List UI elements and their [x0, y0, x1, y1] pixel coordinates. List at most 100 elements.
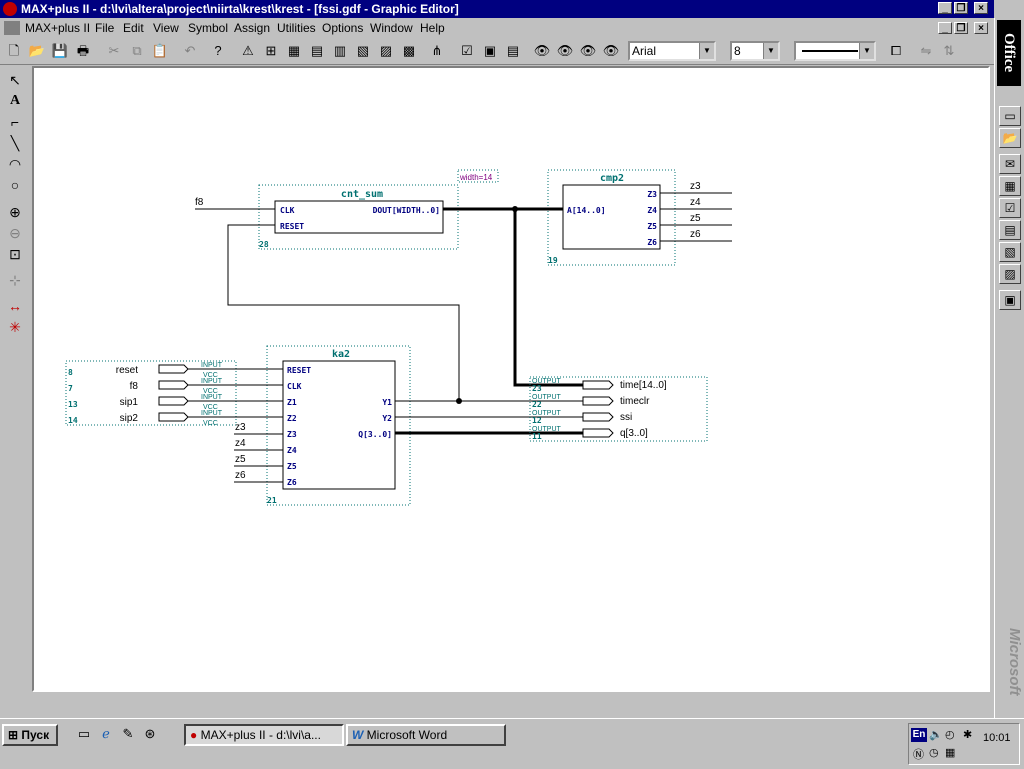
- text-tool-icon[interactable]: A: [9, 93, 21, 108]
- outlook-icon[interactable]: ▣: [999, 290, 1021, 310]
- menu-help[interactable]: Help: [420, 21, 445, 35]
- circle-tool-icon[interactable]: ○: [10, 177, 20, 193]
- font-size-select[interactable]: 8▼: [730, 41, 780, 61]
- floorplan-icon[interactable]: ▦: [287, 43, 301, 58]
- doc-close-button[interactable]: ×: [974, 22, 988, 34]
- block-ka2[interactable]: ka2 RESET CLK Z1 Z2 Z3 Z4 Z5 Z6 Y1 Y2 Q[…: [234, 345, 411, 506]
- find-link-icon[interactable]: 👁: [579, 43, 597, 58]
- schematic-canvas[interactable]: cnt_sum CLK RESET DOUT[WIDTH..0] 28 widt…: [32, 66, 990, 692]
- programmer-icon[interactable]: ▨: [379, 43, 393, 58]
- snap-grid-icon[interactable]: ⊹: [9, 272, 21, 288]
- output-pin-ssi[interactable]: OUTPUT 12 ssi: [532, 410, 632, 425]
- arc-tool-icon[interactable]: ◠: [8, 156, 22, 172]
- doc-minimize-button[interactable]: _: [938, 22, 952, 34]
- flip-vertical-icon[interactable]: ⇅: [943, 43, 955, 58]
- font-name-select[interactable]: Arial▼: [628, 41, 716, 61]
- task-maxplus[interactable]: ● MAX+plus II - d:\lvi\a...: [184, 724, 344, 746]
- open-folder-icon[interactable]: 📂: [28, 43, 46, 58]
- close-button[interactable]: ×: [974, 2, 988, 14]
- output-pin-q[interactable]: OUTPUT 11 q[3..0]: [532, 426, 648, 441]
- message-icon[interactable]: ▩: [402, 43, 416, 58]
- open-document-icon[interactable]: 📂: [999, 128, 1021, 148]
- zoom-out-icon[interactable]: ⊖: [9, 225, 21, 241]
- menu-edit[interactable]: Edit: [123, 21, 144, 35]
- minimize-button[interactable]: _: [938, 2, 952, 14]
- rubberband-toggle-icon[interactable]: ✳: [9, 319, 21, 335]
- menu-file[interactable]: File: [95, 21, 115, 35]
- new-document-icon[interactable]: ▭: [999, 106, 1021, 126]
- output-pin-time[interactable]: OUTPUT 23 time[14..0]: [532, 378, 667, 393]
- notepad-icon[interactable]: ✎: [122, 726, 134, 741]
- save-compile-icon[interactable]: ▤: [506, 43, 520, 58]
- save-check-icon[interactable]: ▣: [483, 43, 497, 58]
- menu-assign[interactable]: Assign: [234, 21, 271, 35]
- fit-window-icon[interactable]: ⊡: [9, 246, 21, 262]
- document-menu-icon[interactable]: [4, 21, 20, 35]
- volume-icon[interactable]: 🔈: [929, 729, 943, 741]
- flip-horizontal-icon[interactable]: ⇋: [920, 43, 932, 58]
- menu-window[interactable]: Window: [370, 21, 413, 35]
- rubberband-icon[interactable]: ⧠: [890, 43, 902, 58]
- input-pin-reset[interactable]: 8 reset INPUT VCC: [68, 362, 283, 379]
- network-icon[interactable]: ⊛: [144, 726, 156, 741]
- app-icon[interactable]: [3, 2, 17, 16]
- menu-app[interactable]: MAX+plus II: [25, 21, 91, 35]
- note-icon[interactable]: ▨: [999, 264, 1021, 284]
- antivirus-icon[interactable]: ✱: [963, 729, 973, 741]
- journal-icon[interactable]: ▧: [999, 242, 1021, 262]
- office-logo[interactable]: Office: [997, 20, 1021, 86]
- appointment-icon[interactable]: ▦: [999, 176, 1021, 196]
- input-pin-f8[interactable]: 7 f8 INPUT VCC: [68, 378, 283, 395]
- copy-icon[interactable]: ⧉: [132, 43, 142, 58]
- save-icon[interactable]: 💾: [51, 43, 69, 58]
- block-cnt-sum[interactable]: cnt_sum CLK RESET DOUT[WIDTH..0] 28 widt…: [258, 169, 499, 250]
- restore-button[interactable]: ❐: [954, 2, 968, 14]
- simulator-icon[interactable]: ▥: [333, 43, 347, 58]
- doc-restore-button[interactable]: ❐: [954, 22, 968, 34]
- scheduler-icon[interactable]: ◴: [945, 729, 955, 741]
- help-pointer-icon[interactable]: ?: [214, 43, 222, 58]
- message-compose-icon[interactable]: ✉: [999, 154, 1021, 174]
- language-indicator[interactable]: En: [911, 728, 927, 742]
- selection-arrow-icon[interactable]: ↖: [9, 72, 21, 88]
- zoom-in-icon[interactable]: ⊕: [9, 204, 21, 220]
- undo-icon[interactable]: ↶: [184, 43, 196, 58]
- warning-icon[interactable]: ⚠: [242, 43, 254, 58]
- output-pins[interactable]: OUTPUT 23 time[14..0] OUTPUT 22 timeclr …: [529, 376, 708, 442]
- find-node-a-icon[interactable]: 👁: [533, 43, 551, 58]
- internet-explorer-icon[interactable]: ℯ: [102, 726, 110, 741]
- clock-icon[interactable]: ◷: [929, 747, 939, 759]
- output-pin-timeclr[interactable]: OUTPUT 22 timeclr: [532, 394, 650, 409]
- check-project-icon[interactable]: ☑: [461, 43, 473, 58]
- orthogonal-line-icon[interactable]: ⌐: [10, 114, 20, 130]
- input-pin-sip2[interactable]: 14 sip2 INPUT VCC: [68, 410, 283, 427]
- task-icon[interactable]: ☑: [999, 198, 1021, 218]
- find-node-ba-icon[interactable]: 👁: [556, 43, 574, 58]
- menu-symbol[interactable]: Symbol: [188, 21, 229, 35]
- print-icon[interactable]: 🖶: [76, 43, 90, 58]
- menu-view[interactable]: View: [153, 21, 179, 35]
- cut-icon[interactable]: ✂: [108, 43, 120, 58]
- line-style-select[interactable]: ▼: [794, 41, 876, 61]
- taskbar-clock[interactable]: 10:01: [983, 732, 1011, 744]
- menu-utilities[interactable]: Utilities: [277, 21, 316, 35]
- connect-line-icon[interactable]: ↔: [8, 298, 22, 314]
- desktop-icon[interactable]: ▭: [77, 726, 91, 741]
- input-pins[interactable]: 8 reset INPUT VCC 7 f8 INPUT VCC 13 sip1…: [65, 360, 283, 427]
- find-pin-icon[interactable]: 👁: [602, 43, 620, 58]
- paste-icon[interactable]: 📋: [151, 43, 169, 58]
- input-pin-sip1[interactable]: 13 sip1 INPUT VCC: [68, 394, 283, 411]
- hierarchy-tree-icon[interactable]: ⋔: [431, 43, 443, 58]
- contact-icon[interactable]: ▤: [999, 220, 1021, 240]
- new-file-icon[interactable]: 🗋: [8, 43, 20, 58]
- diagonal-line-icon[interactable]: ╲: [10, 135, 20, 151]
- office-tray-icon[interactable]: ▦: [945, 747, 956, 759]
- timing-icon[interactable]: ▧: [356, 43, 370, 58]
- menu-options[interactable]: Options: [322, 21, 364, 35]
- hierarchy-icon[interactable]: ⊞: [265, 43, 277, 58]
- block-cmp2[interactable]: cmp2 A[14..0] Z3 Z4 Z5 Z6 19 z3 z4 z5 z6: [547, 169, 732, 266]
- start-button[interactable]: ⊞ Пуск: [2, 724, 58, 746]
- compiler-icon[interactable]: ▤: [310, 43, 324, 58]
- tray-n-icon[interactable]: Ⓝ: [913, 749, 924, 761]
- task-word[interactable]: W Microsoft Word: [346, 724, 506, 746]
